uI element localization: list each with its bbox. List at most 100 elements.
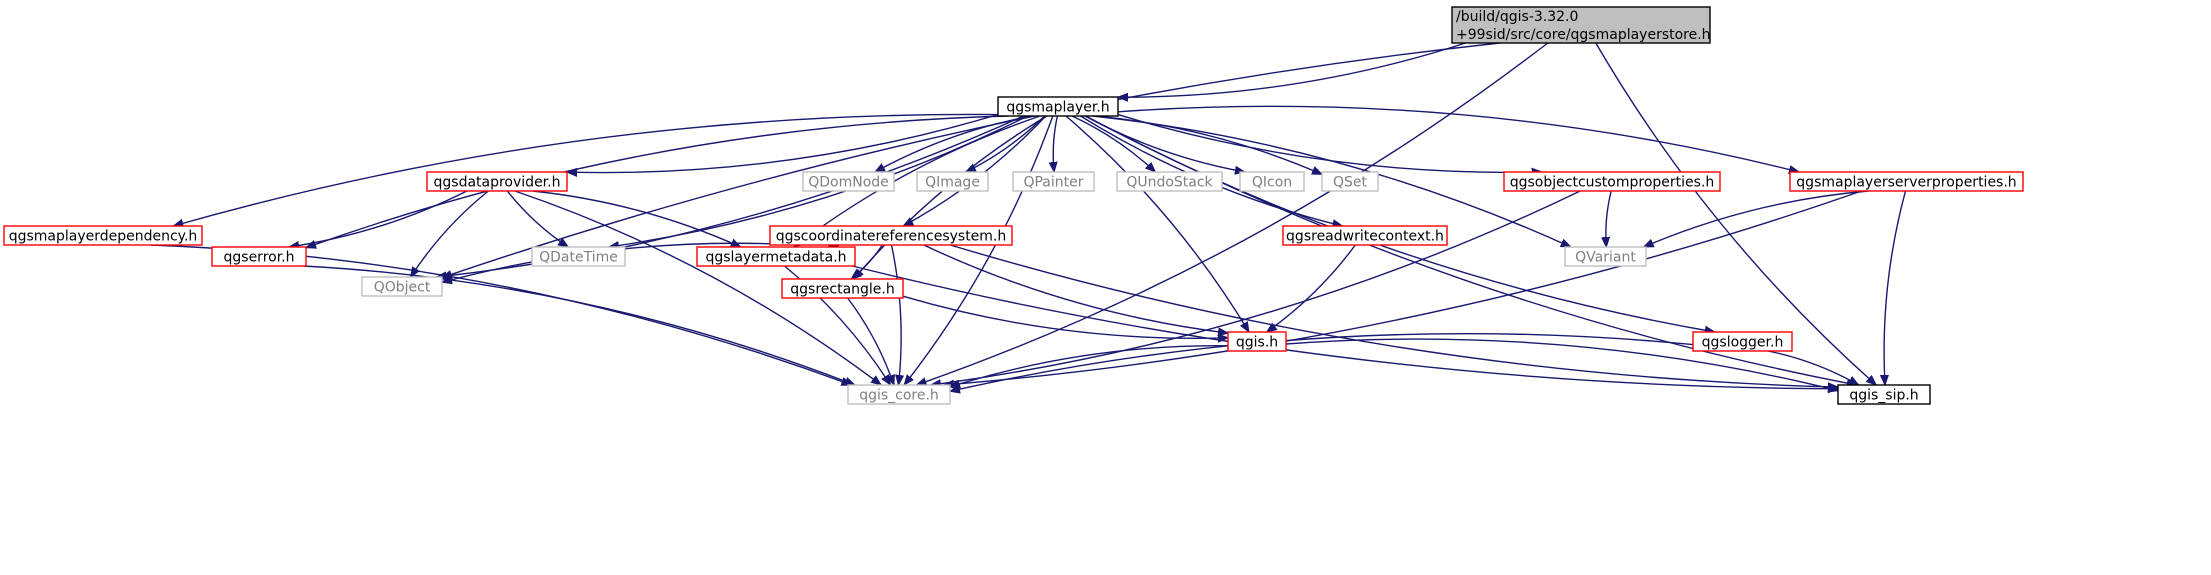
- node-qgsreadwritecontext-h[interactable]: qgsreadwritecontext.h: [1282, 225, 1448, 246]
- node-label: qgsobjectcustomproperties.h: [1510, 175, 1715, 191]
- node-box: [1503, 171, 1721, 192]
- node-label: /build/qgis-3.32.0: [1456, 9, 1578, 25]
- node-label: QIcon: [1252, 175, 1292, 191]
- node-box: [847, 384, 951, 405]
- node-qgsrectangle-h[interactable]: qgsrectangle.h: [781, 278, 904, 299]
- edge-logger-to-sip: [1767, 350, 1859, 385]
- edge-crs-to-sip: [950, 244, 1838, 387]
- node-label: QSet: [1333, 175, 1368, 191]
- node-label: qgis.h: [1236, 335, 1278, 351]
- edge-maplayer-to-qimage: [966, 115, 1046, 173]
- node-box: [781, 278, 904, 299]
- edge-layermeta-to-sip: [852, 265, 1838, 389]
- node-box: [802, 171, 895, 192]
- node-box: [916, 171, 989, 192]
- node-box: [361, 276, 443, 297]
- node-qgslogger-h[interactable]: qgslogger.h: [1692, 331, 1793, 352]
- node-label: qgis_core.h: [859, 388, 939, 404]
- node-label: qgsmaplayerserverproperties.h: [1796, 175, 2016, 191]
- edge-root-to-qobject: [442, 42, 1500, 278]
- node-qundostack[interactable]: QUndoStack: [1116, 171, 1223, 192]
- edge-qgis-to-sip: [1285, 338, 1838, 391]
- node-qgis-core-h[interactable]: qgis_core.h: [847, 384, 951, 405]
- node-box: [1321, 171, 1379, 192]
- node-label: qgslogger.h: [1702, 335, 1784, 351]
- edge-root-to-sip: [1595, 42, 1876, 385]
- node-qdatetime[interactable]: QDateTime: [531, 246, 626, 267]
- node-qdomnode[interactable]: QDomNode: [802, 171, 895, 192]
- node-box: [1692, 331, 1793, 352]
- edge-maplayer-to-dataprovider: [567, 113, 999, 173]
- node-label: QVariant: [1575, 250, 1636, 266]
- node-box: [3, 225, 203, 246]
- edge-crs-to-core: [890, 244, 902, 385]
- node-box: [426, 171, 568, 192]
- edge-maplayer-to-qgserror: [306, 115, 1008, 248]
- node-box: [696, 246, 856, 267]
- node-99sid-src-core-qgsmaplayerstore-h[interactable]: /build/qgis-3.32.0 +99sid/src/core/qgsmap…: [1451, 6, 1711, 44]
- node-qvariant[interactable]: QVariant: [1564, 246, 1647, 267]
- edge-maplayer-to-qdomnode: [875, 115, 1032, 172]
- node-qgsobjectcustomproperties-h[interactable]: qgsobjectcustomproperties.h: [1503, 171, 1721, 192]
- edge-customprops-to-qvariant: [1606, 190, 1612, 247]
- edge-layermeta-to-core: [784, 265, 891, 385]
- edge-maplayer-to-qpainter: [1053, 115, 1059, 172]
- node-label: qgsrectangle.h: [790, 282, 894, 298]
- edge-readwrite-to-qgis: [1267, 244, 1356, 332]
- node-label: QUndoStack: [1126, 175, 1213, 191]
- edge-dataprovider-to-layermeta: [532, 190, 740, 248]
- node-label: QPainter: [1023, 175, 1083, 191]
- node-label: +99sid/src/core/qgsmaplayerstore.h: [1456, 27, 1711, 43]
- node-box: [211, 246, 307, 267]
- node-box: [1116, 171, 1223, 192]
- edge-qgis-to-core: [950, 345, 1229, 387]
- edge-maplayer-to-qvariant: [1092, 115, 1571, 248]
- node-qset[interactable]: QSet: [1321, 171, 1379, 192]
- node-qimage[interactable]: QImage: [916, 171, 989, 192]
- node-label: qgscoordinatereferencesystem.h: [776, 229, 1007, 245]
- edge-rectangle-to-core: [847, 297, 894, 385]
- edge-maplayer-to-qgis: [1065, 115, 1249, 332]
- edge-crs-to-qgis: [923, 244, 1228, 333]
- node-label: qgsdataprovider.h: [434, 175, 561, 191]
- node-qgsmaplayerserverproperties-h[interactable]: qgsmaplayerserverproperties.h: [1789, 171, 2024, 192]
- edge-serverprops-to-core: [944, 190, 1862, 385]
- edge-serverprops-to-qvariant: [1644, 190, 1869, 248]
- node-label: qgsmaplayer.h: [1006, 100, 1109, 116]
- edge-customprops-to-core: [931, 190, 1581, 385]
- node-box: [769, 225, 1013, 246]
- edge-maplayer-to-qobject: [437, 115, 1024, 277]
- dependency-nodes: /build/qgis-3.32.0 +99sid/src/core/qgsmap…: [3, 6, 2024, 405]
- node-qicon[interactable]: QIcon: [1239, 171, 1305, 192]
- edge-crs-to-rectangle: [851, 244, 883, 279]
- node-qpainter[interactable]: QPainter: [1012, 171, 1095, 192]
- node-box: [997, 96, 1119, 117]
- node-qgserror-h[interactable]: qgserror.h: [211, 246, 307, 267]
- node-qgscoordinatereferencesystem-h[interactable]: qgscoordinatereferencesystem.h: [769, 225, 1013, 246]
- edge-maplayer-to-sip: [1084, 115, 1857, 385]
- edge-dataprovider-to-qdatetime: [506, 190, 568, 247]
- node-qgslayermetadata-h[interactable]: qgslayermetadata.h: [696, 246, 856, 267]
- node-label: QObject: [374, 280, 431, 296]
- edge-serverprops-to-sip: [1884, 190, 1907, 385]
- edge-dataprovider-to-core: [514, 190, 881, 385]
- node-box: [1451, 6, 1711, 44]
- node-qgis-h[interactable]: qgis.h: [1227, 331, 1287, 352]
- node-qgsmaplayer-h[interactable]: qgsmaplayer.h: [997, 96, 1119, 117]
- node-box: [1239, 171, 1305, 192]
- node-qgsmaplayerdependency-h[interactable]: qgsmaplayerdependency.h: [3, 225, 203, 246]
- node-label: QImage: [925, 175, 980, 191]
- edge-maplayer-to-serverprops: [1117, 105, 1799, 172]
- edge-maplayer-to-dependency: [173, 113, 999, 226]
- node-qgis-sip-h[interactable]: qgis_sip.h: [1837, 384, 1931, 405]
- node-label: qgsreadwritecontext.h: [1286, 229, 1444, 245]
- node-label: QDateTime: [539, 250, 618, 266]
- node-label: qgserror.h: [224, 250, 295, 266]
- node-qobject[interactable]: QObject: [361, 276, 443, 297]
- edge-root-to-core: [917, 42, 1549, 385]
- edge-maplayer-to-logger: [1085, 115, 1715, 332]
- node-box: [531, 246, 626, 267]
- node-qgsdataprovider-h[interactable]: qgsdataprovider.h: [426, 171, 568, 192]
- edge-rectangle-to-qgis: [902, 295, 1228, 338]
